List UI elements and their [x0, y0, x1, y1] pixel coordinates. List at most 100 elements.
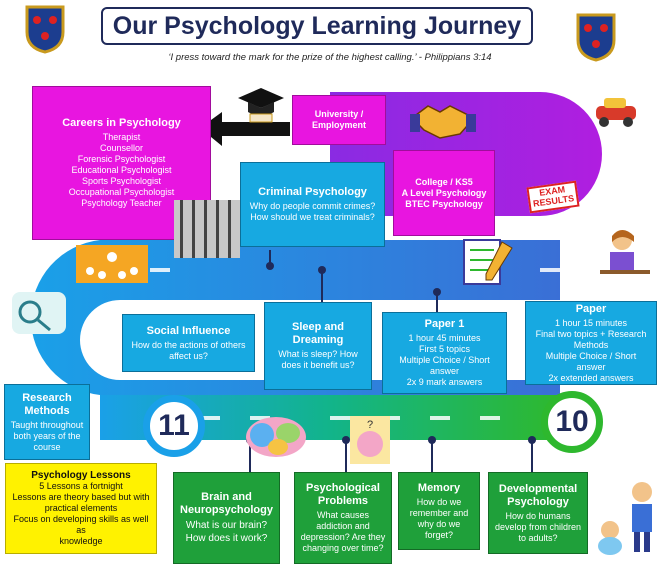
problems-heading: Problems	[317, 495, 369, 507]
college-line: A Level Psychology	[401, 187, 487, 198]
thinking-brain-icon: ?	[350, 416, 390, 464]
developmental-line: to adults?	[518, 532, 558, 543]
year-10-text: 10	[555, 405, 589, 438]
criminal-heading: Criminal Psychology	[258, 186, 367, 198]
problems-line: addiction and	[316, 521, 370, 531]
paper-2-line: Final two topics + Research	[535, 328, 647, 339]
paper-2-line: Methods	[573, 339, 609, 350]
social-heading: Social Influence	[146, 324, 231, 337]
sleep-dreaming-box: Sleep and Dreaming What is sleep? How do…	[264, 302, 372, 390]
criminal-line: Why do people commit crimes?	[249, 201, 376, 211]
careers-item: Counsellor	[99, 143, 144, 153]
year-11-text: 11	[158, 409, 190, 442]
school-crest-icon	[576, 13, 616, 62]
quote-text: ‘I press toward the mark for the prize o…	[168, 52, 492, 63]
research-line: Taught throughout	[10, 419, 84, 430]
memory-line: How do we	[416, 496, 462, 507]
brain-heading: Neuropsychology	[180, 504, 273, 516]
research-line: course	[33, 441, 61, 452]
university-box: University / Employment	[292, 95, 386, 145]
problems-line: depression? Are they	[300, 532, 386, 542]
student-studying-icon	[600, 230, 650, 274]
paper-1-line: Multiple Choice / Short	[399, 355, 490, 365]
research-methods-box: Research Methods Taught throughout both …	[4, 384, 90, 460]
handshake-icon	[410, 105, 476, 139]
memory-line: why do we	[417, 518, 461, 529]
memory-box: Memory How do we remember and why do we …	[398, 472, 480, 550]
exam-results-text: EXAM RESULTS	[532, 184, 575, 209]
brain-neuropsychology-box: Brain and Neuropsychology What is our br…	[173, 472, 280, 564]
brain-heading: Brain and	[201, 491, 252, 503]
paper-1-line: 2x 9 mark answers	[406, 377, 483, 387]
developmental-psychology-box: Developmental Psychology How do humans d…	[488, 472, 588, 554]
lessons-line: knowledge	[59, 536, 103, 546]
social-line: affect us?	[169, 350, 208, 361]
svg-text:?: ?	[367, 419, 373, 431]
graduation-cap-icon	[238, 88, 284, 123]
university-line: Employment	[311, 120, 366, 130]
social-line: How do the actions of others	[131, 339, 246, 350]
brain-icon	[246, 417, 306, 457]
psychology-lessons-box: Psychology Lessons 5 Lessons a fortnight…	[5, 463, 157, 554]
problems-line: changing over time?	[302, 543, 384, 553]
memory-line: forget?	[424, 529, 454, 540]
lessons-line: 5 Lessons a fortnight	[39, 481, 123, 491]
sleep-heading: Dreaming	[292, 334, 344, 346]
paper-1-line: First 5 topics	[418, 344, 470, 354]
paper-2-line: 1 hour 15 minutes	[554, 317, 628, 328]
page-title-text: Our Psychology Learning Journey	[112, 11, 522, 40]
careers-item: Forensic Psychologist	[77, 154, 166, 164]
checklist-pencil-icon	[463, 239, 513, 285]
college-line: College / KS5	[415, 176, 473, 187]
paper-1-heading: Paper 1	[424, 318, 465, 330]
university-line: University /	[314, 109, 364, 119]
developmental-heading: Psychology	[507, 495, 569, 508]
research-methods-icon	[12, 292, 66, 334]
careers-item: Sports Psychologist	[81, 176, 162, 186]
brain-line: How does it work?	[185, 533, 268, 544]
criminal-psychology-box: Criminal Psychology Why do people commit…	[240, 162, 385, 247]
paper-2-heading: Paper	[575, 302, 607, 315]
paper-1-box: Paper 1 1 hour 45 minutes First 5 topics…	[382, 312, 507, 394]
lessons-line: practical elements	[44, 503, 118, 513]
problems-heading: Psychological	[306, 482, 380, 494]
year-10-badge: 10	[541, 391, 603, 453]
careers-heading: Careers in Psychology	[62, 117, 181, 129]
developmental-heading: Developmental	[498, 482, 578, 495]
prison-bars-icon	[174, 200, 240, 258]
paper-1-line: 1 hour 45 minutes	[408, 333, 481, 343]
research-line: both years of the	[13, 430, 81, 441]
school-crest-icon	[25, 5, 65, 54]
college-line: BTEC Psychology	[405, 198, 483, 209]
sleep-heading: Sleep and	[292, 321, 344, 333]
developmental-line: How do humans	[505, 510, 571, 521]
lessons-line: Lessons are theory based but with	[12, 492, 150, 502]
paper-2-line: 2x extended answers	[548, 372, 634, 383]
careers-item: Therapist	[102, 132, 141, 142]
careers-item: Educational Psychologist	[71, 165, 172, 175]
paper-2-line: answer	[576, 361, 606, 372]
careers-item: Psychology Teacher	[81, 198, 162, 208]
lessons-heading: Psychology Lessons	[31, 470, 131, 481]
college-box: College / KS5 A Level Psychology BTEC Ps…	[393, 150, 495, 236]
lessons-line: Focus on developing skills as well as	[13, 514, 149, 535]
paper-1-line: answer	[429, 366, 459, 376]
brain-line: What is our brain?	[185, 520, 268, 531]
sleep-line: does it benefit us?	[281, 360, 355, 370]
graduation-car-icon	[596, 98, 636, 127]
problems-line: What causes	[316, 510, 370, 520]
criminal-line: How should we treat criminals?	[250, 212, 375, 222]
psychological-problems-box: Psychological Problems What causes addic…	[294, 472, 392, 564]
page-title: Our Psychology Learning Journey	[101, 7, 533, 45]
paper-2-box: Paper 1 hour 15 minutes Final two topics…	[525, 301, 657, 385]
sleep-line: What is sleep? How	[278, 349, 358, 359]
social-network-icon	[76, 245, 148, 283]
developmental-line: develop from children	[494, 521, 582, 532]
social-influence-box: Social Influence How do the actions of o…	[122, 314, 255, 372]
memory-line: remember and	[409, 507, 469, 518]
careers-item: Occupational Psychologist	[68, 187, 175, 197]
research-heading: Research	[22, 391, 72, 404]
paper-2-line: Multiple Choice / Short	[545, 350, 637, 361]
memory-heading: Memory	[417, 481, 461, 494]
children-icon	[598, 482, 652, 555]
